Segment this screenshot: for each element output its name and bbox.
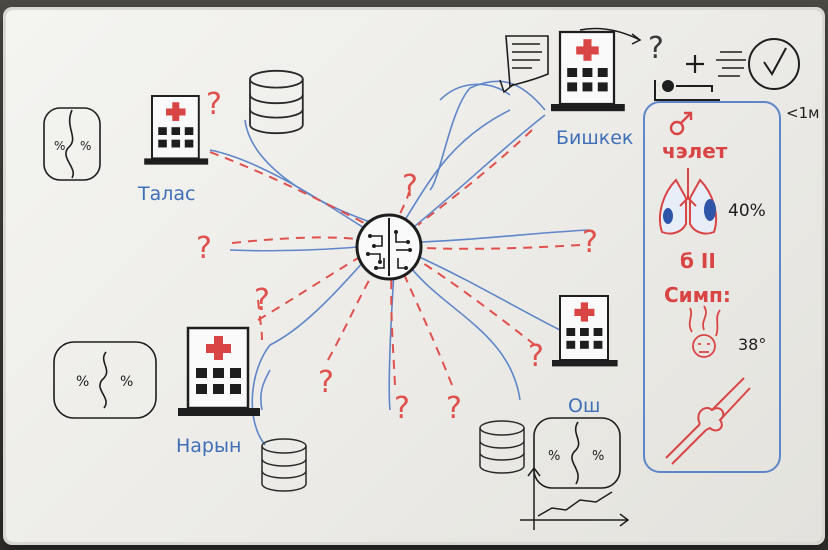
patient-bed-icon xyxy=(654,80,720,101)
question-mark: ? xyxy=(196,231,212,266)
clock-icon xyxy=(748,38,800,90)
database-icon-naryn xyxy=(261,438,307,492)
document-icon xyxy=(505,35,549,88)
puzzle-text: % xyxy=(592,449,604,464)
plus-icon xyxy=(686,55,704,73)
puzzle-text: % xyxy=(548,449,560,464)
database-icon-talas xyxy=(249,69,304,135)
lungs-icon xyxy=(658,168,718,235)
puzzle-icon-right-bottom: % % xyxy=(533,417,621,489)
arrows xyxy=(499,27,642,94)
puzzle-text: % xyxy=(54,139,65,153)
puzzle-icon-left-bottom: % % xyxy=(53,341,157,419)
question-mark: ? xyxy=(318,365,334,400)
question-mark: ? xyxy=(582,225,598,260)
hospital-osh xyxy=(550,294,619,368)
trend-chart-sketch xyxy=(520,466,630,530)
hospital-bishkek xyxy=(549,30,626,113)
question-mark: ? xyxy=(394,391,410,426)
question-mark: ? xyxy=(402,169,418,204)
percent-label: 40% xyxy=(728,201,766,221)
question-mark: ? xyxy=(254,283,270,318)
label-osh: Ош xyxy=(568,395,600,417)
label-talas: Талас xyxy=(137,183,195,205)
symptoms-label: Симп: xyxy=(664,283,731,307)
temperature-label: 38° xyxy=(738,335,766,354)
label-naryn: Нарын xyxy=(176,435,241,457)
time-label: <1м xyxy=(786,104,819,122)
puzzle-text: % xyxy=(120,374,133,390)
hospital-naryn xyxy=(176,326,262,418)
question-mark: ? xyxy=(206,87,222,122)
hospital-talas xyxy=(143,95,210,166)
diagnosis-panel xyxy=(643,101,781,473)
label-bishkek: Бишкек xyxy=(556,127,633,149)
puzzle-text: % xyxy=(76,374,89,390)
database-icon-osh xyxy=(479,420,525,474)
male-symbol-icon xyxy=(669,111,693,136)
panel-title: чэлет xyxy=(662,139,728,163)
puzzle-icon-left-top: % % xyxy=(43,107,101,181)
sick-person-icon xyxy=(688,305,721,358)
question-mark: ? xyxy=(446,391,462,426)
question-mark: ? xyxy=(648,31,664,66)
question-mark: ? xyxy=(528,339,544,374)
bone-joint-icon xyxy=(665,377,751,465)
stage-label: б II xyxy=(680,249,716,273)
ai-chip-icon xyxy=(355,213,423,281)
speed-lines xyxy=(716,51,746,77)
puzzle-text: % xyxy=(80,139,91,153)
whiteboard xyxy=(6,10,822,542)
